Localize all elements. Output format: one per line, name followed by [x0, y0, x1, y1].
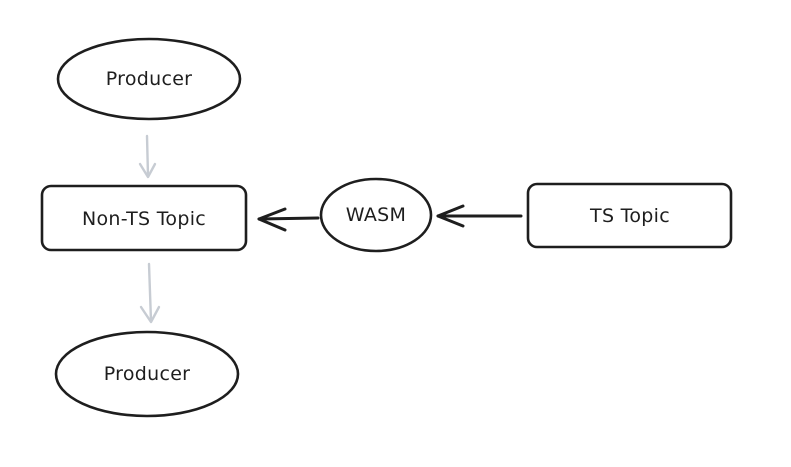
node-producer-top: Producer [56, 37, 242, 121]
edge-wasm-to-non-ts-topic [257, 207, 320, 232]
node-non-ts-topic: Non-TS Topic [40, 184, 248, 252]
edge-producer-to-non-ts-topic [138, 134, 157, 179]
node-wasm: WASM [319, 177, 433, 253]
edge-non-ts-topic-to-producer [139, 262, 161, 324]
node-producer-bottom: Producer [54, 330, 240, 418]
node-ts-topic-label: TS Topic [589, 205, 670, 227]
node-wasm-label: WASM [346, 204, 406, 226]
node-producer-bottom-label: Producer [104, 363, 191, 385]
node-non-ts-topic-label: Non-TS Topic [82, 208, 206, 230]
edge-ts-topic-to-wasm [436, 204, 523, 228]
node-producer-top-label: Producer [106, 68, 193, 90]
node-ts-topic: TS Topic [526, 182, 733, 249]
